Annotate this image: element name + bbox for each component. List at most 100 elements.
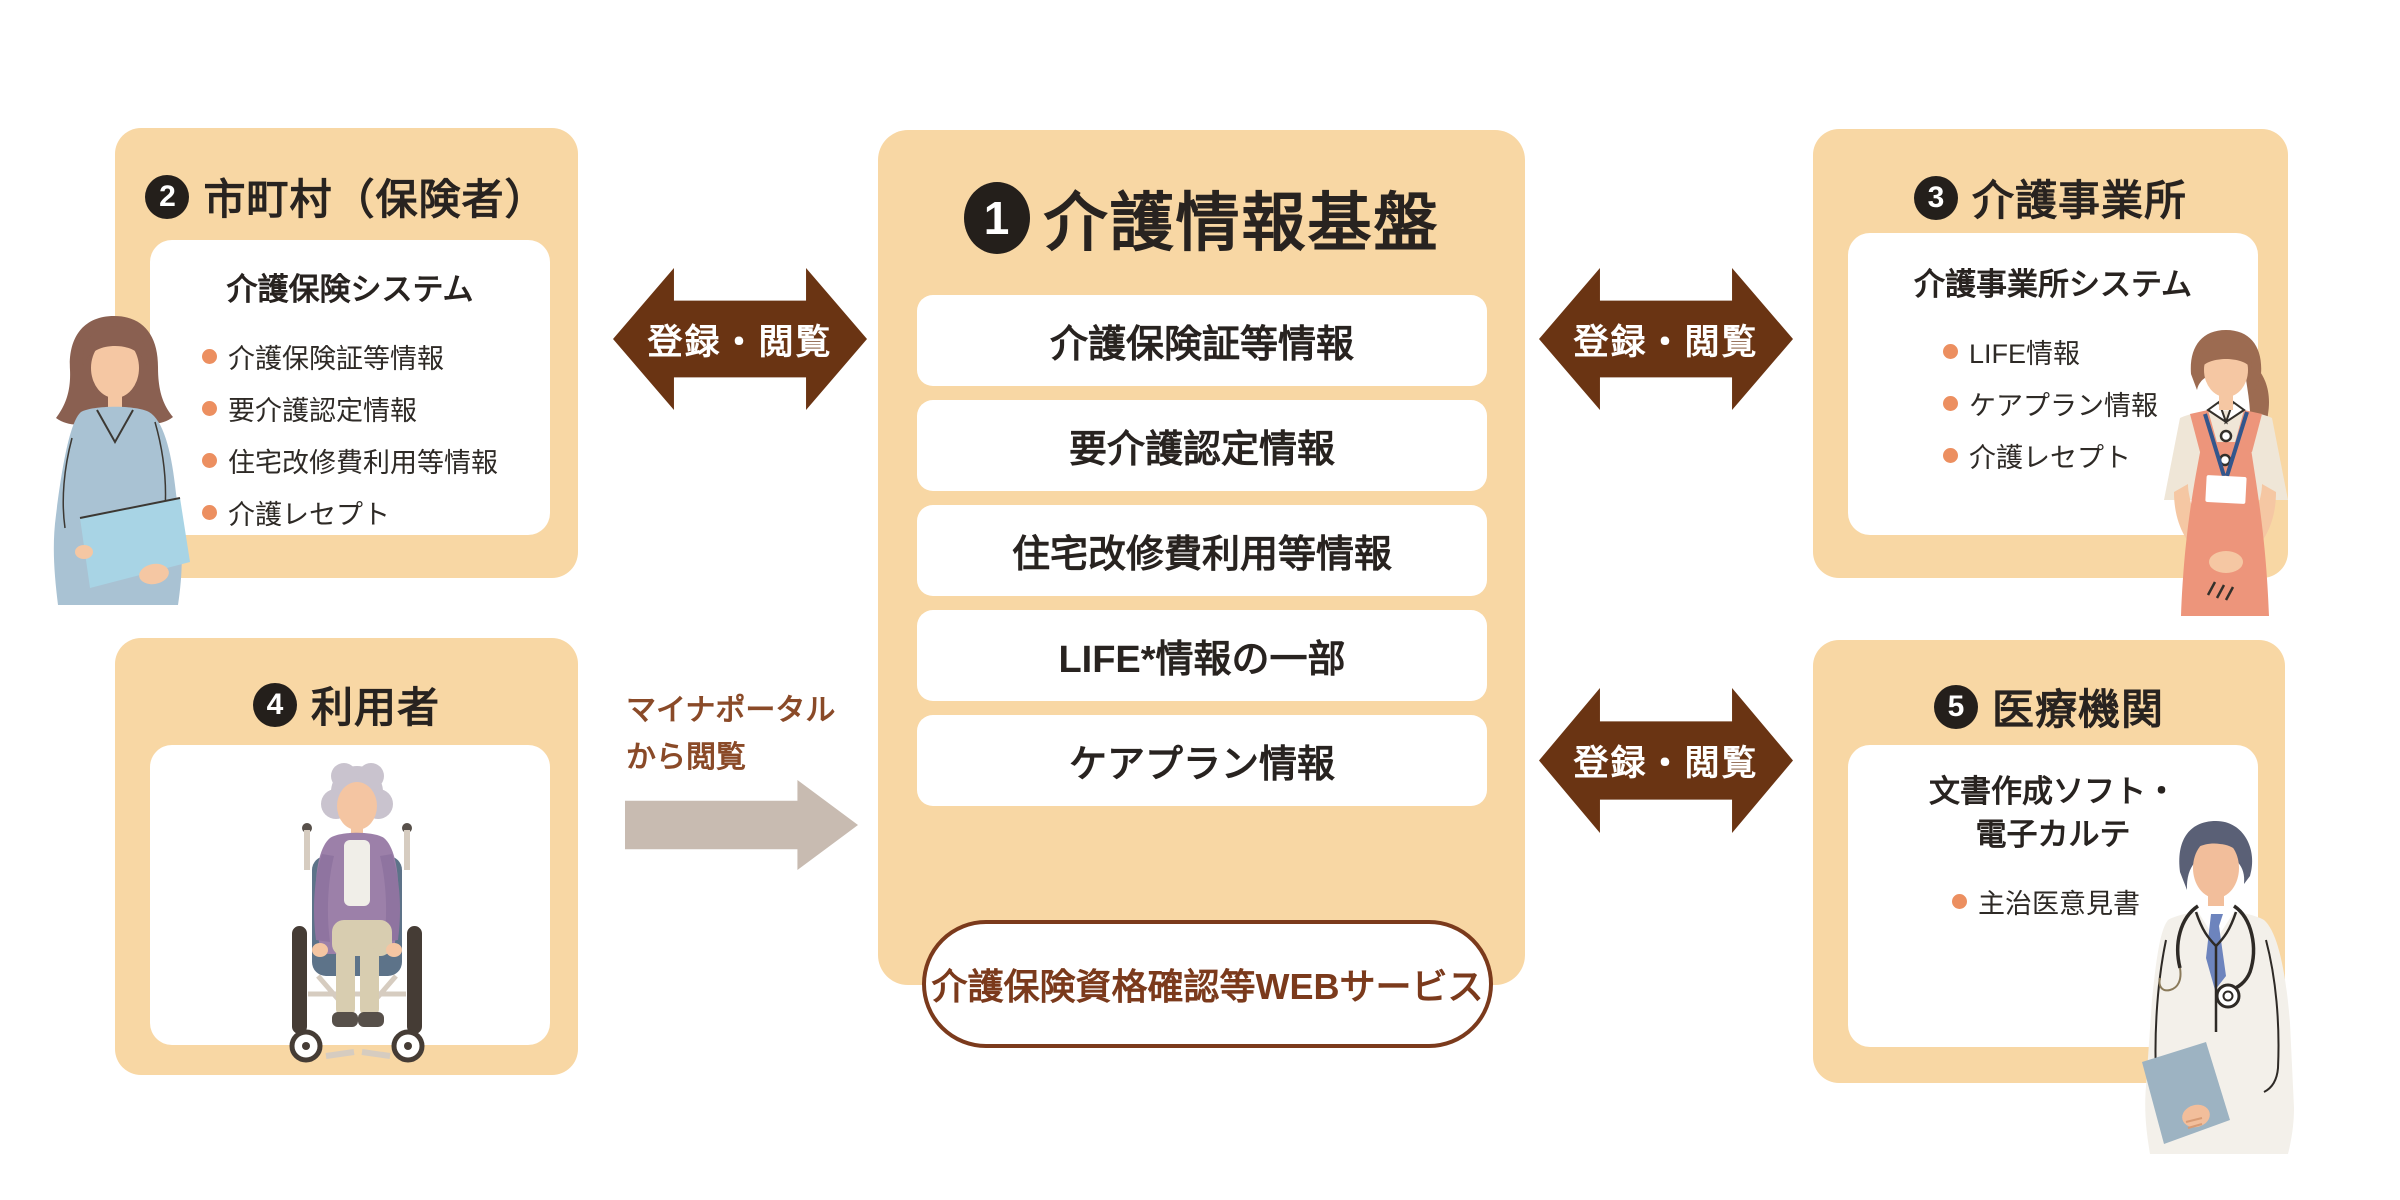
motion-strokes	[2206, 581, 2235, 601]
municipality-item-list: 介護保険証等情報 要介護認定情報 住宅改修費利用等情報 介護レセプト	[202, 330, 498, 538]
center-panel-title: 1 介護情報基盤	[878, 172, 1525, 264]
care-office-system-title: 介護事業所システム	[1913, 267, 2193, 302]
stethoscope-cord	[2158, 967, 2182, 992]
web-service-pill: 介護保険資格確認等WEBサービス	[922, 920, 1493, 1048]
list-item: LIFE情報	[1943, 325, 2158, 377]
wheelchair-footplates	[325, 1049, 391, 1059]
care-office-title: 3 介護事業所	[1813, 167, 2288, 228]
list-item-label: 住宅改修費利用等情報	[228, 447, 498, 478]
care-office-item-list: LIFE情報 ケアプラン情報 介護レセプト	[1943, 325, 2158, 481]
care-office-system-card: 介護事業所システム LIFE情報 ケアプラン情報 介護レセプト	[1848, 233, 2258, 535]
lapel-right	[2215, 911, 2238, 947]
municipality-title-text: 市町村（保険者）	[203, 176, 548, 223]
collar-right	[2224, 400, 2246, 425]
register-view-arrow-municipality: 登録・閲覧	[613, 268, 867, 410]
data-row-care-certification-info: 要介護認定情報	[917, 400, 1487, 491]
wheelchair-wheel-right	[407, 926, 422, 1034]
hand-left	[312, 943, 328, 957]
number-badge-3: 3	[1913, 175, 1958, 220]
elderly-woman-wheelchair-illustration	[289, 763, 425, 1063]
number-badge-1: 1	[963, 182, 1030, 254]
list-item: 主治医意見書	[1952, 875, 2140, 927]
apron-strap-right	[2234, 410, 2262, 452]
hand-right	[386, 943, 402, 957]
care-office-title-text: 介護事業所	[1971, 177, 2187, 224]
number-badge-4: 4	[252, 682, 297, 727]
panel-municipality: 2 市町村（保険者） 介護保険システム 介護保険証等情報 要介護認定情報 住宅改…	[115, 128, 578, 578]
wheelchair-wheel-left	[292, 926, 307, 1034]
list-item-label: 介護レセプト	[1969, 442, 2131, 473]
sleeve-right	[380, 854, 400, 942]
shoe-right	[358, 1012, 384, 1027]
wheelchair-frame	[308, 974, 406, 1008]
list-item-label: 主治医意見書	[1978, 888, 2140, 919]
arm-seam-left	[62, 437, 73, 529]
bullet-dot-icon	[202, 452, 217, 468]
sleeve-seam-right	[2263, 939, 2280, 1093]
wheelchair-posts	[304, 830, 410, 870]
bullet-dot-icon	[1943, 343, 1958, 359]
register-view-arrow-medical: 登録・閲覧	[1539, 688, 1793, 833]
mynaportal-label-line2: から閲覧	[626, 740, 746, 774]
user-title-text: 利用者	[310, 684, 440, 731]
face	[91, 338, 139, 398]
apron	[2181, 442, 2269, 616]
face	[2193, 838, 2239, 898]
apron-strap-left	[2190, 410, 2218, 452]
neck	[2219, 392, 2233, 410]
data-row-home-renovation-info: 住宅改修費利用等情報	[917, 505, 1487, 596]
collar-left	[2206, 400, 2228, 425]
list-item: ケアプラン情報	[1943, 377, 2158, 429]
hair-top	[2183, 824, 2247, 868]
stethoscope-tube-right	[2229, 904, 2256, 992]
medical-title-text: 医療機関	[1991, 686, 2164, 733]
doctor-illustration	[2142, 821, 2294, 1154]
id-card	[2205, 475, 2247, 504]
list-item-label: 要介護認定情報	[228, 395, 417, 426]
municipality-system-title: 介護保険システム	[226, 272, 474, 307]
hand-right	[139, 563, 169, 585]
button	[2219, 429, 2233, 443]
medical-system-title: 文書作成ソフト・ 電子カルテ	[1848, 771, 2258, 857]
stethoscope-tube-left	[2176, 904, 2200, 969]
panel-care-information-platform: 1 介護情報基盤 介護保険証等情報 要介護認定情報 住宅改修費利用等情報 LIF…	[878, 130, 1525, 985]
list-item-label: 介護保険証等情報	[228, 343, 444, 374]
list-item-label: ケアプラン情報	[1969, 390, 2158, 421]
bullet-dot-icon	[1943, 395, 1958, 411]
lanyard	[2203, 411, 2249, 477]
shoe-left	[332, 1012, 358, 1027]
hand-left	[75, 545, 93, 559]
panel-care-office: 3 介護事業所 介護事業所システム LIFE情報 ケアプラン情報 介護レセプト	[1813, 129, 2288, 578]
medical-system-title-line2: 電子カルテ	[1975, 816, 2131, 852]
list-item: 介護保険証等情報	[202, 330, 498, 382]
face	[337, 782, 377, 830]
medical-title: 5 医療機関	[1813, 676, 2285, 737]
user-title: 4 利用者	[115, 674, 578, 735]
data-row-life-info: LIFE*情報の一部	[917, 610, 1487, 701]
fingers	[2185, 1117, 2203, 1129]
leg-left	[336, 948, 355, 1016]
lapel-lines	[96, 409, 134, 445]
number-badge-5: 5	[1933, 684, 1978, 729]
list-item: 住宅改修費利用等情報	[202, 434, 498, 486]
medical-system-title-line1: 文書作成ソフト・	[1929, 774, 2177, 809]
list-item: 要介護認定情報	[202, 382, 498, 434]
folder-edge	[79, 497, 181, 519]
list-item-label: 介護レセプト	[228, 499, 390, 530]
sleeve-left	[314, 854, 334, 942]
number-badge-2: 2	[145, 174, 190, 219]
caregiver-woman-illustration	[2164, 330, 2288, 616]
neck	[108, 394, 122, 410]
pants-lap	[332, 920, 392, 956]
leg-right	[360, 948, 379, 1016]
bullet-dot-icon	[202, 400, 217, 416]
office-woman-illustration	[53, 316, 190, 605]
municipality-system-card: 介護保険システム 介護保険証等情報 要介護認定情報 住宅改修費利用等情報 介護レ…	[150, 240, 550, 535]
stethoscope-chestpiece	[2215, 983, 2241, 1009]
bullet-dot-icon	[202, 504, 217, 520]
center-panel-title-text: 介護情報基盤	[1043, 187, 1440, 259]
hair-front	[2200, 338, 2252, 368]
list-item-label: LIFE情報	[1969, 338, 2081, 369]
list-item: 介護レセプト	[1943, 429, 2158, 481]
